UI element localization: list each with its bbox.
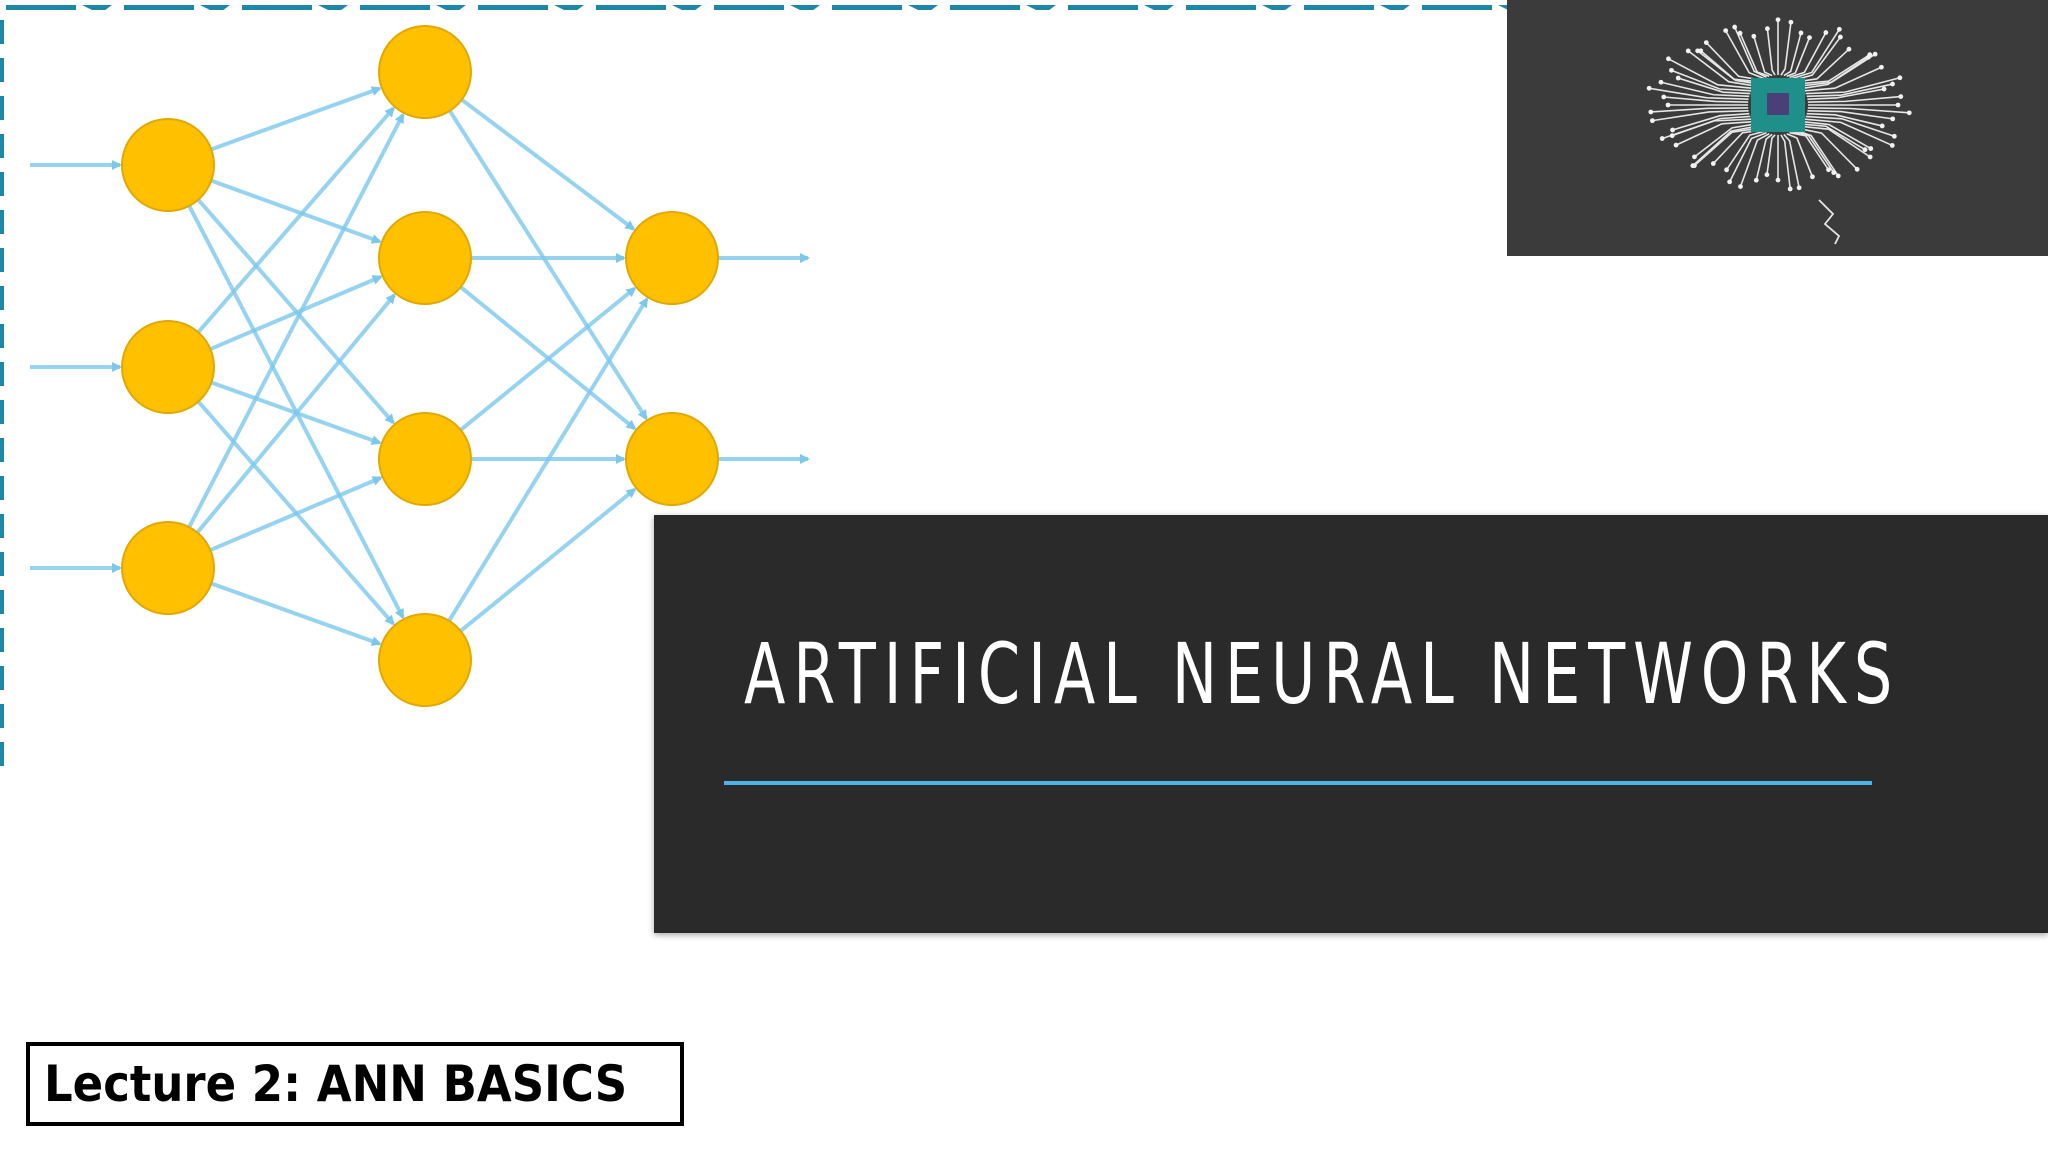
connection-arrow bbox=[187, 112, 405, 529]
neuron-node bbox=[625, 412, 719, 506]
brain-circuit-image bbox=[1507, 0, 2048, 256]
connection-arrow bbox=[210, 86, 382, 152]
neural-network-diagram bbox=[30, 25, 810, 707]
connection-arrow bbox=[459, 487, 637, 633]
connection-arrow bbox=[195, 293, 396, 534]
connection-arrow bbox=[447, 297, 649, 622]
neuron-node bbox=[625, 211, 719, 305]
connection-arrow bbox=[210, 581, 382, 646]
connection-arrow bbox=[209, 475, 383, 552]
lecture-label-box: Lecture 2: ANN BASICS bbox=[26, 1042, 684, 1126]
lecture-label: Lecture 2: ANN BASICS bbox=[44, 1055, 628, 1113]
connection-arrow bbox=[459, 286, 637, 432]
connection-arrow bbox=[448, 109, 648, 421]
title-underline bbox=[724, 781, 1872, 785]
top-border-pattern bbox=[0, 0, 1510, 10]
neuron-node bbox=[121, 320, 215, 414]
neuron-node bbox=[378, 613, 472, 707]
brain-circuit-icon bbox=[1646, 17, 1912, 245]
neuron-node bbox=[121, 521, 215, 615]
connection-arrow bbox=[460, 98, 636, 231]
left-border-pattern bbox=[0, 20, 4, 770]
connection-arrow bbox=[209, 274, 383, 351]
connection-arrow bbox=[210, 178, 382, 244]
title-box: ARTIFICIAL NEURAL NETWORKS bbox=[654, 515, 2048, 933]
slide-title: ARTIFICIAL NEURAL NETWORKS bbox=[744, 625, 1901, 723]
neuron-node bbox=[378, 412, 472, 506]
neuron-node bbox=[121, 118, 215, 212]
neuron-node bbox=[378, 25, 472, 119]
neuron-node bbox=[378, 211, 472, 305]
connection-arrow bbox=[196, 106, 395, 334]
